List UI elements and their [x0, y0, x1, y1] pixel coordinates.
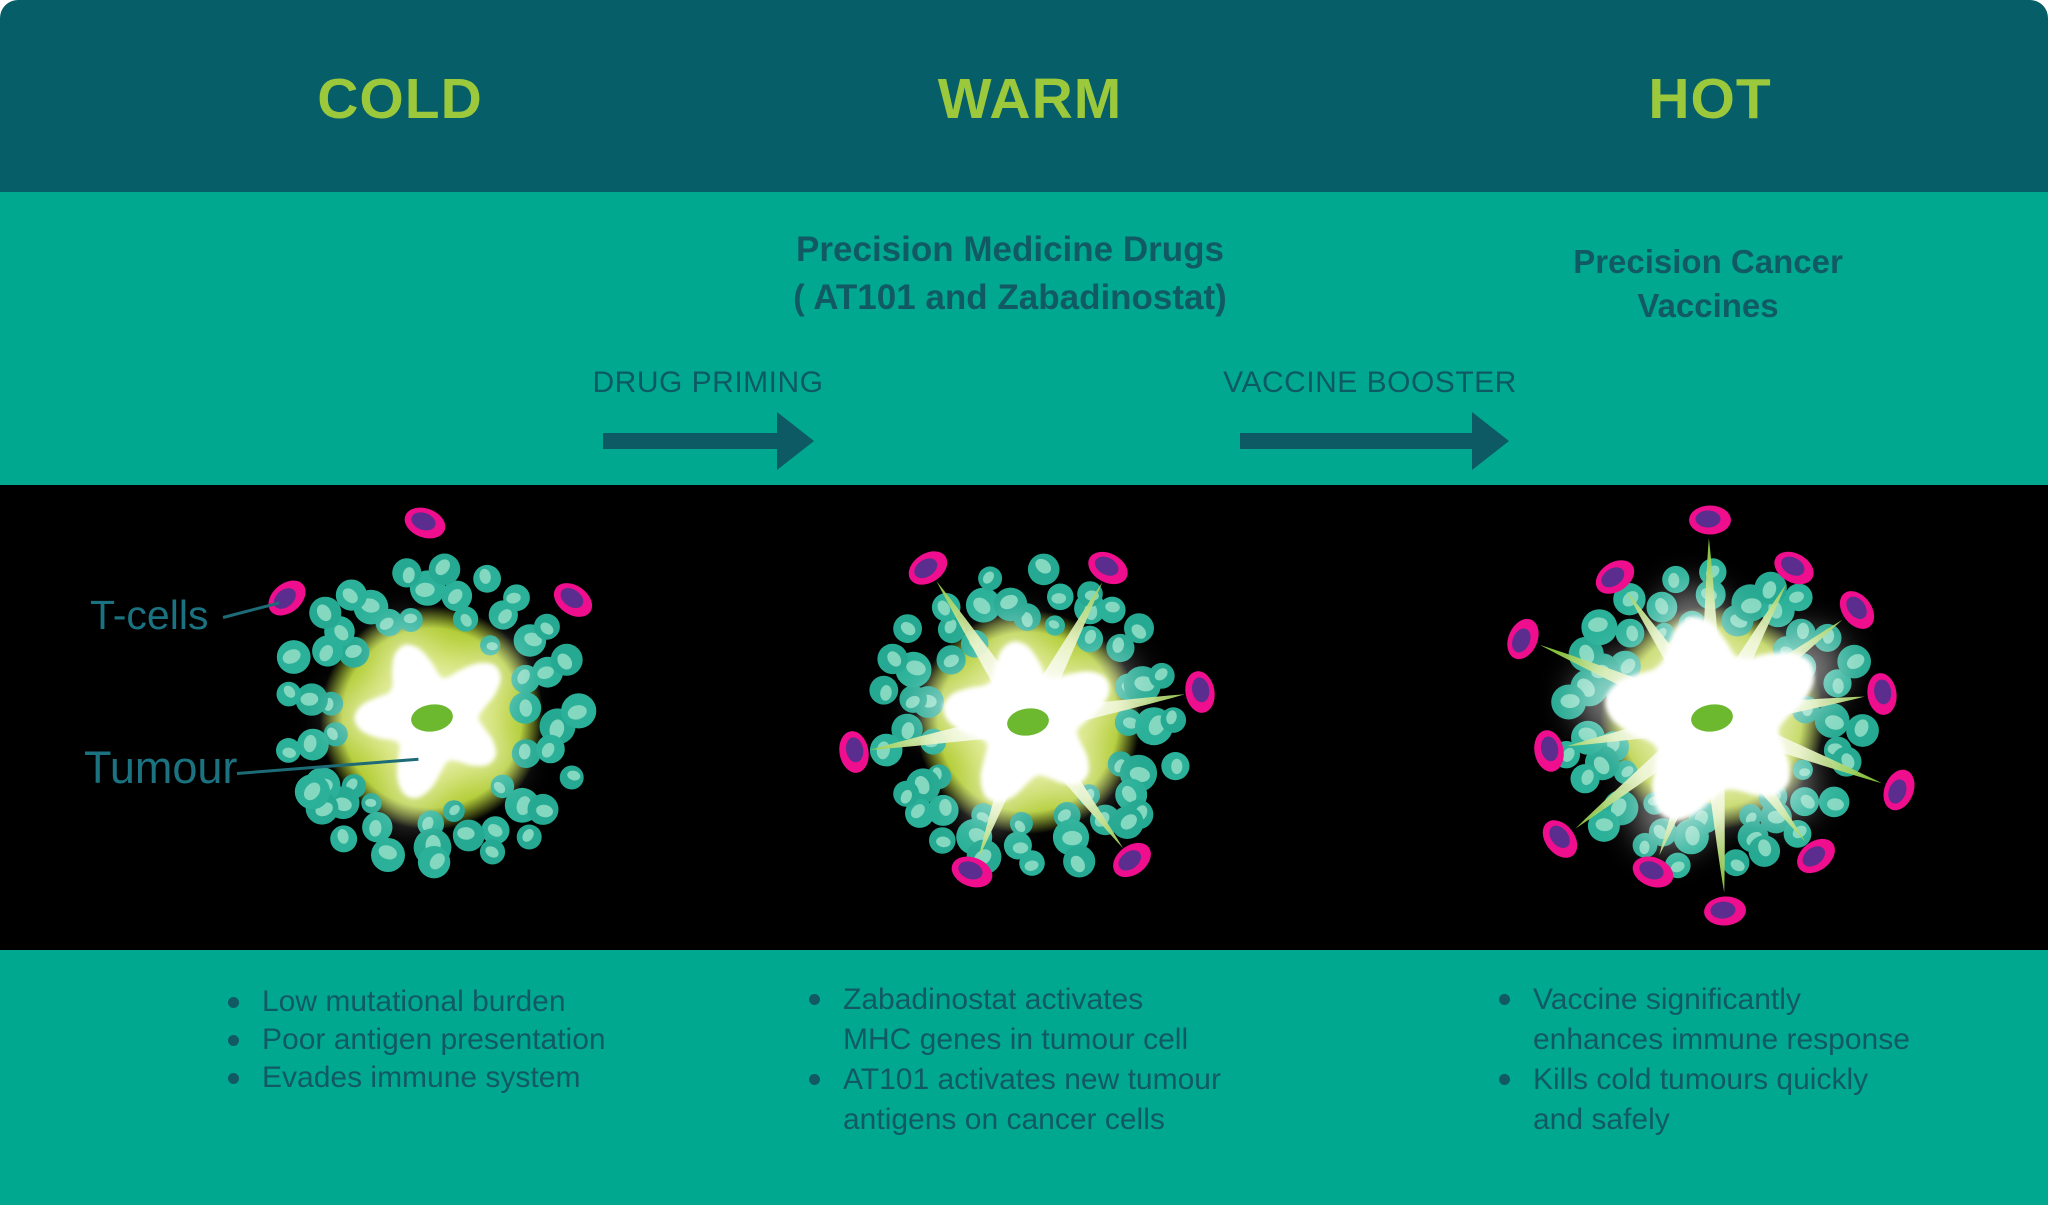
- t-cell: [1867, 673, 1897, 715]
- column-heading-warm: WARM: [937, 67, 1123, 131]
- t-cell: [839, 731, 869, 773]
- bullet-text: Low mutational burden: [262, 985, 566, 1018]
- warm-tumour-figure: [839, 551, 1215, 888]
- tumour-core: [1007, 708, 1049, 736]
- bullet-dot-icon: [1499, 994, 1510, 1005]
- cold-bullet-list: Low mutational burden Poor antigen prese…: [210, 983, 730, 1097]
- cold-tumour-figure: [268, 507, 597, 879]
- bullet-dot-icon: [228, 997, 239, 1008]
- t-cell: [1534, 730, 1564, 772]
- t-cell: [1185, 671, 1215, 713]
- tumour-core: [1691, 704, 1733, 732]
- bullet-text: Kills cold tumours quickly and safely: [1533, 1063, 1869, 1136]
- bullet-text: Zabadinostat activates MHC genes in tumo…: [843, 983, 1189, 1056]
- list-item: Poor antigen presentation: [210, 1021, 730, 1059]
- t-cell: [1595, 560, 1635, 594]
- arrow-head: [1472, 412, 1509, 470]
- drug-treatment-heading: Precision Medicine Drugs ( AT101 and Zab…: [793, 230, 1227, 317]
- bullet-text: Poor antigen presentation: [262, 1023, 606, 1056]
- bullet-dot-icon: [228, 1035, 239, 1046]
- t-cell: [1839, 591, 1875, 629]
- bullet-dot-icon: [809, 1074, 820, 1085]
- vaccine-booster-label: VACCINE BOOSTER: [1223, 366, 1517, 399]
- tumour-core: [411, 704, 453, 732]
- t-cell: [1088, 551, 1128, 585]
- list-item: Kills cold tumours quickly and safely: [1481, 1060, 2041, 1140]
- drug-priming-label: DRUG PRIMING: [592, 366, 824, 399]
- list-item: Zabadinostat activates MHC genes in tumo…: [791, 980, 1411, 1060]
- bullet-dot-icon: [228, 1073, 239, 1084]
- list-item: Low mutational burden: [210, 983, 730, 1021]
- hot-tumour-figure: [1507, 505, 1915, 926]
- header-band: [0, 0, 2048, 192]
- vaccine-booster-arrow-icon: [1240, 404, 1510, 478]
- t-cell: [1797, 838, 1835, 874]
- bullet-text: AT101 activates new tumour antigens on c…: [843, 1063, 1221, 1136]
- t-cell: [908, 551, 948, 585]
- tumour-label: Tumour: [84, 742, 238, 793]
- t-cell: [553, 583, 593, 617]
- t-cell: [1632, 856, 1674, 888]
- t-cell: [1774, 551, 1814, 585]
- arrow-shaft: [603, 433, 777, 449]
- bullet-text: Evades immune system: [262, 1061, 581, 1094]
- t-cell: [1883, 769, 1915, 811]
- t-cell: [268, 580, 306, 616]
- list-item: Vaccine significantly enhances immune re…: [1481, 980, 2041, 1060]
- t-cell: [951, 856, 993, 888]
- t-cell: [1704, 896, 1746, 926]
- list-item: AT101 activates new tumour antigens on c…: [791, 1060, 1411, 1140]
- vaccine-treatment-heading: Precision Cancer Vaccines: [1573, 243, 1843, 324]
- bullet-dot-icon: [809, 994, 820, 1005]
- t-cell: [1113, 842, 1151, 878]
- drug-priming-arrow-icon: [603, 404, 815, 478]
- t-cells-label: T-cells: [90, 592, 209, 638]
- arrow-head: [777, 412, 814, 470]
- bullet-text: Vaccine significantly enhances immune re…: [1533, 983, 1910, 1056]
- t-cell: [1507, 618, 1539, 660]
- column-heading-hot: HOT: [1648, 67, 1772, 131]
- bullet-dot-icon: [1499, 1074, 1510, 1085]
- column-heading-cold: COLD: [317, 67, 483, 131]
- t-cell: [404, 507, 446, 539]
- warm-bullet-list: Zabadinostat activates MHC genes in tumo…: [791, 980, 1411, 1140]
- t-cell: [1542, 820, 1578, 858]
- arrow-shaft: [1240, 433, 1472, 449]
- list-item: Evades immune system: [210, 1059, 730, 1097]
- t-cell: [1689, 505, 1731, 535]
- hot-bullet-list: Vaccine significantly enhances immune re…: [1481, 980, 2041, 1140]
